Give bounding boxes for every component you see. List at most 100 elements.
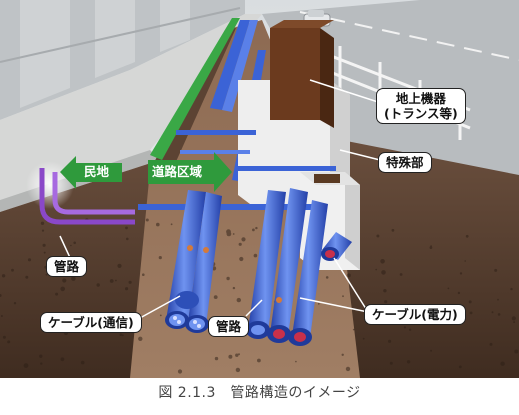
soil-speckle: [494, 268, 498, 272]
soil-speckle: [406, 360, 411, 364]
road-boundary-wall: [150, 18, 240, 160]
soil-speckle: [60, 357, 65, 362]
soil-speckle: [375, 268, 378, 271]
soil-speckle: [408, 328, 412, 331]
soil-speckle: [352, 328, 355, 331]
soil-speckle: [514, 349, 519, 354]
soil-speckle: [447, 287, 450, 290]
soil-speckle: [40, 362, 43, 365]
soil-speckle: [257, 358, 261, 363]
soil-speckle: [388, 339, 392, 343]
soil-speckle: [317, 302, 320, 305]
soil-speckle: [342, 295, 344, 298]
soil-speckle: [109, 279, 114, 283]
soil-speckle: [380, 259, 385, 264]
soil-speckle: [1, 274, 6, 278]
soil-speckle: [126, 237, 129, 241]
soil-speckle: [158, 256, 162, 260]
soil-speckle: [226, 276, 230, 281]
ground-equipment-callout: 地上機器 (トランス等): [376, 88, 466, 124]
minchi-label: 民地: [84, 164, 110, 179]
soil-speckle: [510, 287, 513, 291]
soil-speckle: [177, 369, 183, 374]
soil-speckle: [403, 326, 406, 329]
soil-speckle: [70, 244, 72, 247]
soil-speckle: [42, 243, 46, 247]
soil-speckle: [399, 273, 403, 276]
soil-speckle: [241, 237, 246, 242]
soil-speckle: [23, 363, 29, 368]
soil-speckle: [2, 335, 6, 339]
soil-speckle: [384, 300, 388, 304]
special-section-callout: 特殊部: [378, 152, 432, 173]
soil-speckle: [40, 221, 45, 225]
minchi-arrow: [60, 156, 122, 189]
soil-speckle: [238, 242, 242, 246]
soil-speckle: [345, 366, 351, 372]
soil-speckle: [121, 334, 124, 337]
ground-equipment-transformer: [238, 20, 350, 210]
pipe-left-callout: 管路: [46, 256, 88, 277]
soil-speckle: [232, 233, 235, 235]
soil-speckle: [457, 291, 461, 295]
power-pipe-right: [321, 232, 352, 261]
soil-speckle: [125, 226, 128, 230]
pipe-center-callout: 管路: [208, 316, 250, 337]
soil-speckle: [39, 354, 43, 358]
soil-speckle: [497, 298, 499, 301]
soil-speckle: [73, 241, 76, 245]
soil-speckle: [11, 268, 14, 272]
soil-speckle: [159, 314, 162, 317]
soil-speckle: [0, 315, 3, 317]
soil-speckle: [513, 321, 516, 324]
soil-speckle: [239, 256, 244, 262]
ground-equipment-sublabel: (トランス等): [384, 106, 458, 121]
cable-comm-callout: ケーブル(通信): [40, 312, 142, 333]
soil-speckle: [429, 246, 433, 250]
soil-speckle: [0, 294, 2, 297]
soil-speckle: [489, 342, 493, 346]
soil-speckle: [170, 223, 173, 226]
soil-speckle: [252, 228, 255, 232]
soil-speckle: [511, 316, 516, 321]
soil-speckle: [383, 289, 387, 293]
soil-speckle: [381, 270, 386, 275]
soil-speckle: [142, 273, 145, 277]
soil-speckle: [459, 272, 463, 275]
soil-speckle: [43, 251, 46, 254]
soil-speckle: [128, 280, 132, 284]
soil-speckle: [125, 287, 129, 291]
soil-speckle: [389, 361, 393, 365]
soil-speckle: [391, 228, 395, 232]
soil-speckle: [156, 222, 160, 227]
soil-speckle: [119, 333, 123, 337]
cable-power-callout: ケーブル(電力): [364, 304, 466, 325]
power-pipes-center: [246, 188, 328, 346]
soil-speckle: [469, 311, 473, 315]
soil-speckle: [235, 353, 239, 357]
road-area-label: 道路区域: [152, 164, 203, 179]
soil-speckle: [117, 263, 122, 268]
soil-speckle: [232, 286, 236, 290]
soil-speckle: [25, 275, 29, 279]
soil-speckle: [464, 260, 467, 262]
soil-speckle: [115, 279, 117, 282]
soil-speckle: [491, 311, 494, 314]
soil-speckle: [213, 295, 218, 299]
soil-speckle: [145, 218, 149, 222]
soil-speckle: [238, 353, 240, 356]
soil-speckle: [60, 286, 65, 292]
sidewalk: [0, 14, 262, 200]
soil-speckle: [138, 336, 143, 341]
soil-speckle: [96, 283, 100, 287]
soil-speckle: [214, 356, 219, 361]
soil-speckle: [13, 302, 17, 305]
soil-speckle: [346, 273, 351, 278]
soil-speckle: [458, 365, 462, 369]
soil-speckle: [255, 226, 258, 230]
soil-speckle: [362, 337, 365, 340]
soil-speckle: [376, 234, 380, 238]
soil-speckle: [7, 340, 11, 344]
road-area-arrow: [148, 152, 232, 192]
soil-speckle: [235, 367, 241, 373]
